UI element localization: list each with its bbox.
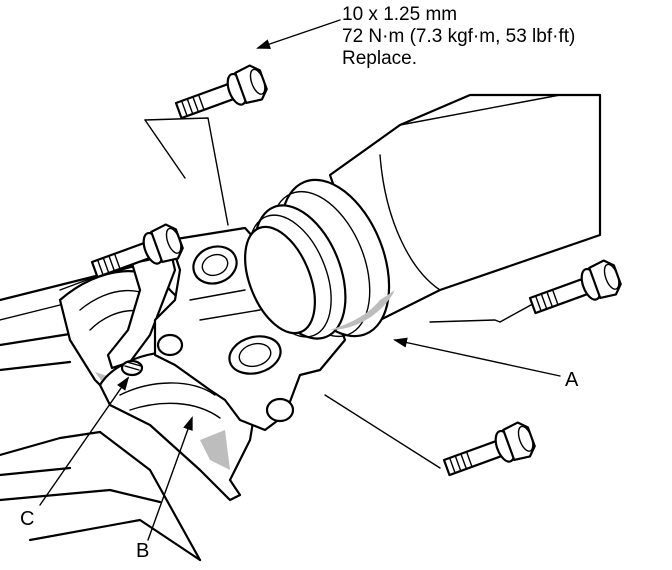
- driveshaft-yoke: [153, 226, 347, 432]
- bolt-icon-top: [171, 61, 271, 129]
- bolt-icon-right: [525, 256, 625, 324]
- propeller-shaft: [244, 93, 602, 340]
- bolt-icon-bottom: [439, 418, 539, 486]
- callout-b-label: B: [136, 540, 150, 562]
- torque-spec: 10 x 1.25 mm 72 N·m (7.3 kgf·m, 53 lbf·f…: [342, 4, 575, 70]
- callout-c-label: C: [20, 508, 35, 530]
- arrow-icon-c: [39, 376, 130, 506]
- spec-torque: 72 N·m (7.3 kgf·m, 53 lbf·ft): [342, 26, 576, 47]
- arrow-icon-a: [393, 337, 561, 377]
- leader-lines: [59, 117, 541, 469]
- spec-size: 10 x 1.25 mm: [342, 4, 458, 25]
- spec-note: Replace.: [342, 48, 417, 69]
- arrow-icon-spec: [256, 19, 341, 49]
- callout-a-label: A: [565, 369, 579, 391]
- arrow-icon-b: [147, 416, 193, 541]
